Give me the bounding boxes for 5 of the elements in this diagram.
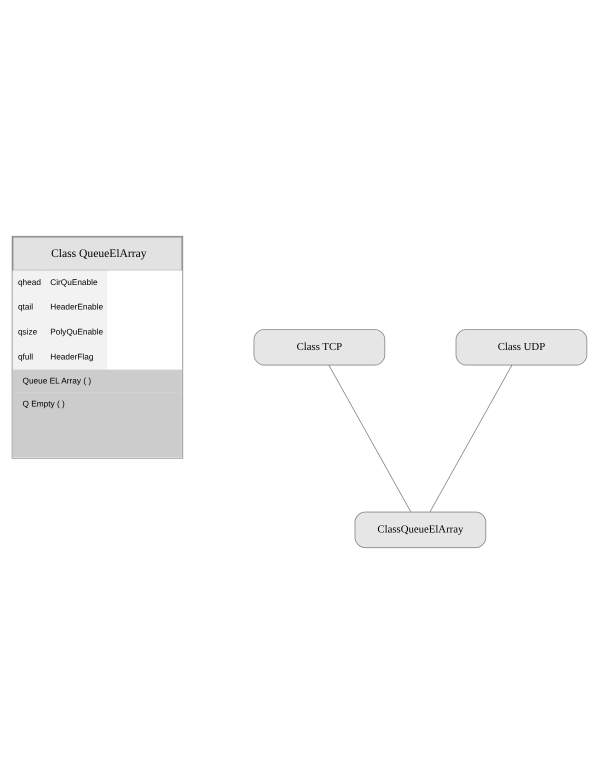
node-box: Class TCP <box>254 328 386 365</box>
node-box: Class UDP <box>456 328 588 365</box>
connector <box>430 364 512 512</box>
node-box: ClassQueueElArray <box>354 511 486 548</box>
connector <box>328 364 412 512</box>
